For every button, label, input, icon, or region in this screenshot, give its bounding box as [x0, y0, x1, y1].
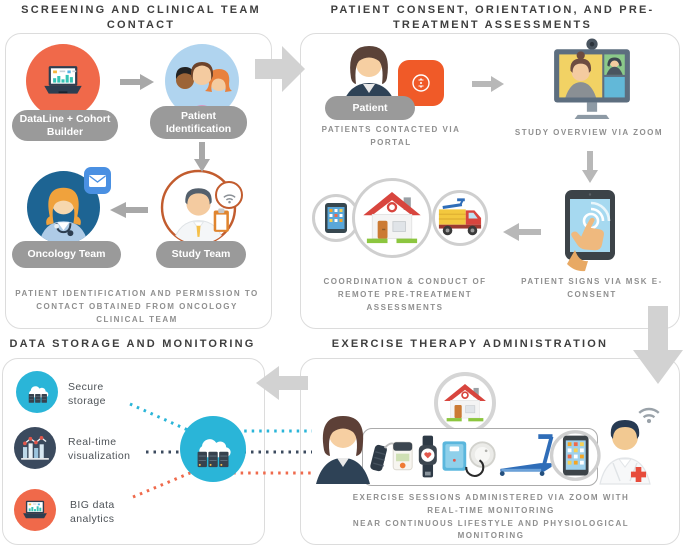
doctor-woman-icon: [27, 171, 100, 244]
exercise-caption-sessions: EXERCISE SESSIONS ADMINISTERED VIA ZOOM …: [352, 493, 630, 515]
exercise-title: EXERCISE THERAPY ADMINISTRATION: [331, 338, 609, 350]
equipment-delivery-circle: [432, 190, 488, 246]
zoom-caption: STUDY OVERVIEW VIA ZOOM: [514, 128, 664, 137]
tablet-circle-icon: [549, 430, 601, 481]
arrow-dataline-to-patients: [120, 74, 154, 90]
exercise-caption-monitoring: NEAR CONTINUOUS LIFESTYLE AND PHYSIOLOGI…: [352, 518, 630, 541]
wifi-icon: [215, 181, 243, 209]
oncology-team-label: Oncology Team: [12, 241, 121, 268]
tracker-disc-icon: [465, 441, 496, 477]
tablet-small-icon: [325, 203, 347, 233]
scale-icon: [442, 441, 467, 471]
coordination-caption: COORDINATION & CONDUCT OF REMOTE PRE-TRE…: [323, 277, 487, 312]
realtime-visualization-node: [14, 427, 56, 469]
smartwatch-icon: [418, 435, 437, 478]
consent-title: PATIENT CONSENT, ORIENTATION, AND PRE-TR…: [330, 4, 655, 32]
home-circle: [352, 178, 432, 258]
zoom-monitor-icon: [550, 38, 634, 120]
therapist-woman-icon: [312, 406, 374, 484]
realtime-visualization-label: Real-time visualization: [68, 436, 131, 462]
clipboard-icon: [213, 208, 229, 232]
monitoring-devices-box: [362, 428, 601, 486]
cloud-hub-node: [180, 416, 246, 482]
arrow-portal-to-zoom: [472, 76, 504, 92]
cloud-server-icon: [191, 430, 235, 469]
study-team-label: Study Team: [156, 241, 246, 268]
arrow-exercise-to-storage: [256, 366, 308, 400]
monitoring-devices-icons: [363, 429, 601, 484]
house-icon: [363, 192, 421, 244]
laptop-chart-icon: [21, 500, 49, 521]
pulse-unit-icon: [392, 441, 413, 471]
econsent-tablet-icon: [552, 188, 624, 273]
arrow-screening-to-consent: [255, 46, 305, 92]
dataline-label: DataLine + Cohort Builder: [12, 110, 118, 141]
arrow-econsent-to-coordination: [503, 223, 541, 241]
dataline-node: [26, 44, 100, 118]
arrow-patients-to-study-team: [194, 142, 210, 172]
secure-storage-label: Secure storage: [68, 381, 106, 407]
laptop-chart-icon: [41, 65, 85, 98]
red-cross-icon: [630, 466, 647, 483]
screening-caption: PATIENT IDENTIFICATION AND PERMISSION TO…: [15, 289, 259, 324]
storage-title: DATA STORAGE AND MONITORING: [9, 338, 256, 350]
bigdata-analytics-node: [14, 489, 56, 531]
arrow-zoom-to-econsent: [582, 151, 598, 183]
envelope-app-icon: [84, 167, 111, 194]
wifi-icon: [636, 404, 662, 424]
screening-title: SCREENING AND CLINICAL TEAM CONTACT: [21, 4, 261, 32]
house-icon: [444, 384, 486, 422]
portal-caption: PATIENTS CONTACTED VIA PORTAL: [321, 125, 461, 147]
econsent-caption: PATIENT SIGNS VIA MSK E-CONSENT: [521, 277, 663, 299]
realtime-chart-icon: [21, 436, 49, 460]
exercise-caption: EXERCISE SESSIONS ADMINISTERED VIA ZOOM …: [335, 492, 647, 543]
arrow-study-to-oncology: [110, 202, 148, 218]
treadmill-icon: [499, 434, 554, 476]
cloud-server-icon: [24, 380, 51, 404]
truck-treadmill-icon: [437, 197, 483, 239]
home-circle-exercise: [434, 372, 496, 434]
patient-label: Patient: [325, 96, 415, 120]
bigdata-analytics-label: BIG data analytics: [70, 499, 115, 525]
patient-identification-label: Patient Identification: [150, 106, 247, 139]
secure-storage-node: [16, 371, 58, 413]
arrow-consent-to-exercise: [633, 306, 683, 384]
